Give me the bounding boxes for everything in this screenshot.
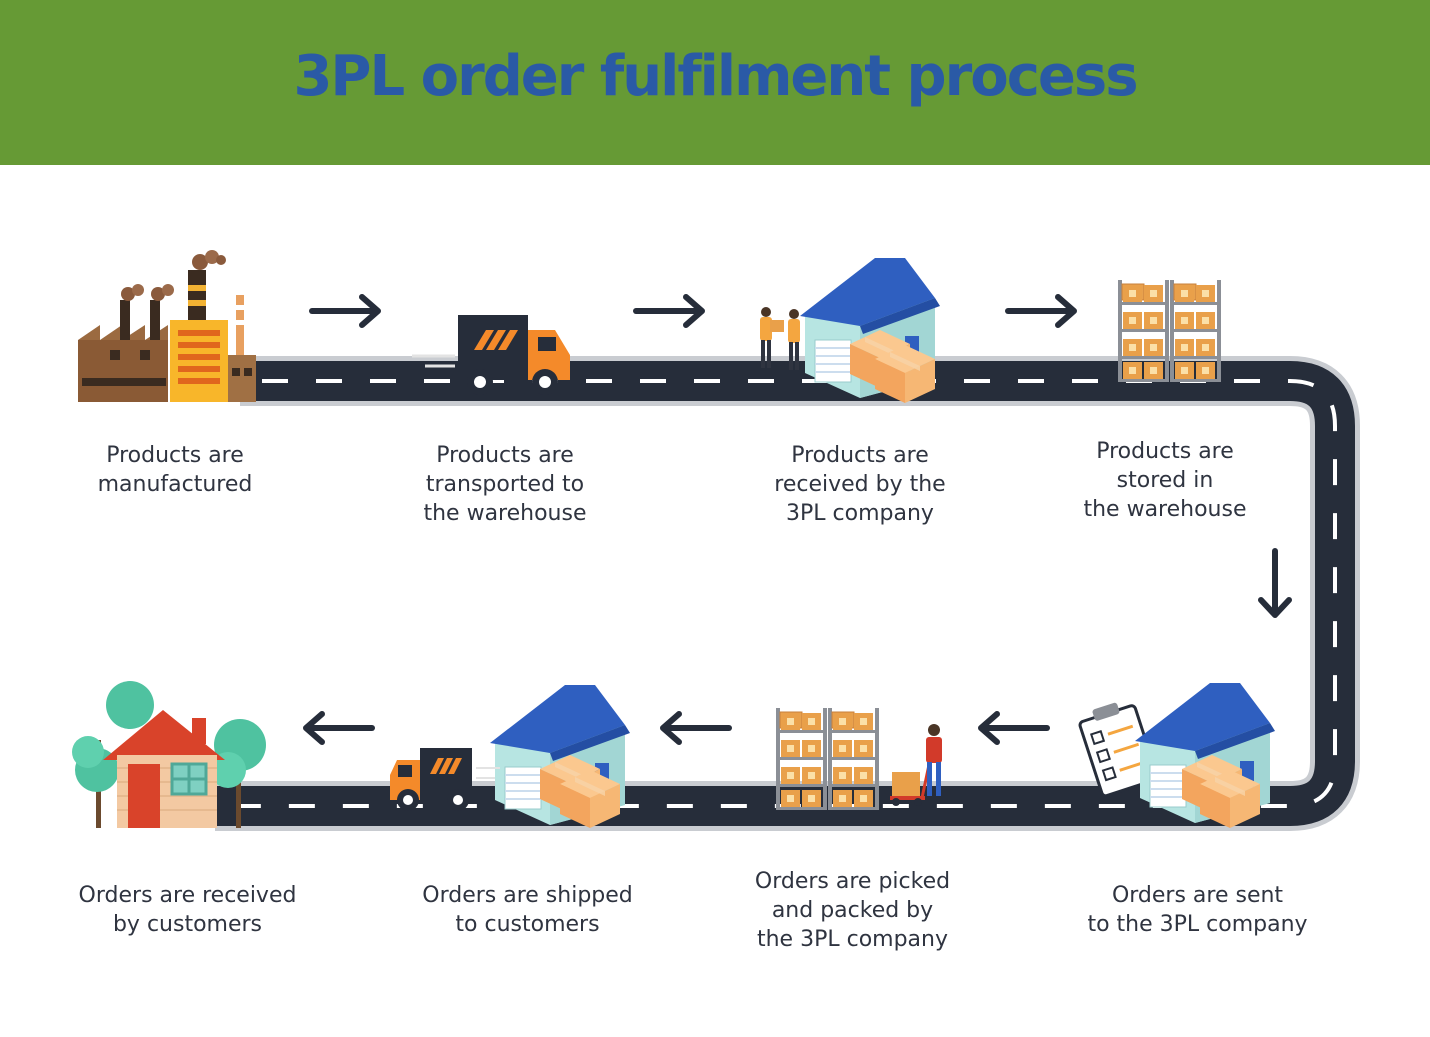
step-label-customers: Orders are received by customers [78,883,297,937]
step-label-shipped: Orders are shipped to customers [422,883,633,937]
warehouse-icon [760,257,941,403]
arrow-right-icon [636,297,702,325]
arrow-left-icon [663,714,729,742]
truck-icon [412,315,570,395]
step-label-transported: Products are transported to the warehous… [423,443,587,526]
step-label-stored: Products are stored in the warehouse [1083,439,1247,522]
title-banner: 3PL order fulfilment process [0,0,1430,165]
arrow-right-icon [1008,297,1074,325]
shipping-warehouse-icon [390,684,631,828]
arrow-down-icon [1258,548,1292,618]
clipboard-warehouse-icon [1078,682,1276,828]
step-label-manufactured: Products are manufactured [97,443,253,497]
step-label-picked: Orders are picked and packed by the 3PL … [754,869,951,952]
step-label-sent: Orders are sent to the 3PL company [1087,883,1308,937]
flow-arrows [306,297,1292,742]
arrow-left-icon [306,714,372,742]
road [215,356,1360,831]
arrow-right-icon [312,297,378,325]
step-label-received: Products are received by the 3PL company [774,443,946,526]
arrow-left-icon [981,714,1047,742]
picker-icon [776,708,942,810]
factory-icon [78,250,256,402]
page-title: 3PL order fulfilment process [293,44,1138,109]
house-icon [72,681,266,828]
